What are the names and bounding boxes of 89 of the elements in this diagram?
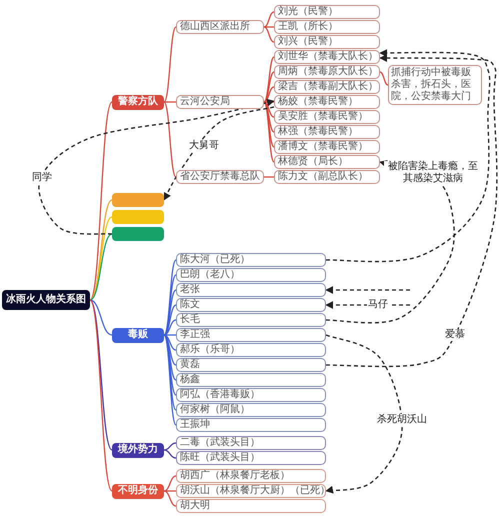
- topic-box: 杨鑫: [176, 373, 326, 387]
- branch-line: [164, 304, 176, 336]
- topic-box: 何家树（阿鼠）: [176, 403, 326, 417]
- dashed-arrow: [326, 49, 490, 262]
- branch-line: [264, 11, 274, 28]
- branch-line: [264, 26, 274, 43]
- branch-line: [90, 300, 112, 492]
- branch-line: [164, 334, 176, 351]
- branch-line: [164, 449, 176, 459]
- note-box: 抓捕行动中被毒贩杀害，拆石头，医院，公安禁毒大门: [388, 65, 482, 105]
- dashed-arrow: [38, 98, 275, 235]
- branch-line: [164, 290, 176, 336]
- branch-line: [164, 334, 176, 366]
- branch-line: [264, 101, 274, 118]
- topic-box: 刘兴（民警）: [274, 35, 380, 49]
- topic-box: 潘博文（禁毒民警）: [274, 140, 380, 154]
- branch-line: [164, 319, 176, 336]
- branch-line: [264, 26, 274, 28]
- branch-box: [112, 193, 164, 207]
- topic-box: 林德贤（局长）: [274, 155, 380, 169]
- topic-box: 刘世华（禁毒大队长）: [274, 50, 380, 64]
- branch-line: [90, 200, 112, 300]
- edge-label: 同学: [31, 172, 53, 184]
- branch-line: [164, 101, 176, 103]
- topic-box: 陈旺（武装头目）: [176, 451, 326, 465]
- branch-line: [164, 334, 176, 410]
- dashed-arrow: [326, 54, 498, 368]
- topic-box: 周炳（禁毒原大队长）: [274, 65, 380, 79]
- topic-box: 吴安胜（禁毒民警）: [274, 110, 380, 124]
- branch-line: [164, 26, 176, 102]
- branch-topic: 不明身份: [112, 484, 164, 498]
- dashed-arrow: [163, 106, 274, 201]
- topic-box: 杨姣（禁毒民警）: [274, 95, 380, 109]
- topic-box: 省公安厅禁毒总队: [176, 170, 264, 184]
- branch-line: [90, 299, 112, 336]
- branch-line: [90, 233, 112, 301]
- branch-line: [90, 216, 112, 300]
- topic-box: 林强（禁毒民警）: [274, 125, 380, 139]
- branch-box: [112, 210, 164, 224]
- branch-line: [264, 176, 274, 178]
- topic-box: 二毒（武装头目）: [176, 436, 326, 450]
- topic-box: 德山西区派出所: [176, 20, 264, 34]
- branch-line: [90, 102, 112, 300]
- branch-line: [264, 71, 274, 103]
- edge-label: 大舅哥: [188, 140, 220, 152]
- topic-box: 胡沃山（林泉餐厅大厨）（已死）: [176, 484, 326, 498]
- branch-line: [164, 334, 176, 426]
- branch-line: [264, 86, 274, 103]
- branch-line: [90, 300, 112, 450]
- branch-line: [164, 260, 176, 336]
- branch-box: [112, 227, 164, 241]
- branch-topic: 警察方队: [112, 94, 164, 110]
- topic-box: 长毛: [176, 313, 326, 327]
- topic-box: 黄磊: [176, 358, 326, 372]
- dashed-arrow: [325, 334, 403, 494]
- topic-box: 陈力文（副总队长）: [274, 170, 380, 184]
- topic-box: 郝乐（乐哥）: [176, 343, 326, 357]
- branch-line: [264, 56, 274, 102]
- branch-line: [164, 102, 176, 178]
- topic-box: 阿弘（香港毒贩）: [176, 388, 326, 402]
- topic-box: 梁吉（禁毒副大队长）: [274, 80, 380, 94]
- branch-line: [164, 490, 176, 507]
- topic-box: 王凯（所长）: [274, 20, 380, 34]
- topic-box: 巴朗（老八）: [176, 268, 326, 282]
- branch-topic: 毒贩: [112, 328, 164, 342]
- dashed-arrow: [325, 286, 410, 294]
- topic-box: 云河公安局: [176, 95, 264, 109]
- topic-box: 李正强: [176, 328, 326, 342]
- branch-line: [264, 102, 274, 148]
- central-topic: 冰雨火人物关系图: [2, 290, 90, 310]
- branch-line: [164, 334, 176, 336]
- topic-box: 王振坤: [176, 418, 326, 432]
- topic-box: 陈文: [176, 298, 326, 312]
- topic-box: 陈大河（已死）: [176, 253, 326, 267]
- branch-line: [264, 102, 274, 162]
- branch-line: [164, 442, 176, 451]
- branch-line: [164, 490, 176, 492]
- branch-line: [264, 101, 274, 133]
- topic-box: 胡西广（林泉餐厅老板）: [176, 469, 326, 483]
- topic-box: 老张: [176, 283, 326, 297]
- topic-box: 胡大明: [176, 499, 326, 513]
- branch-topic: 境外势力: [112, 442, 164, 458]
- edge-label: 爱慕: [444, 329, 466, 341]
- dashed-arrow: [325, 301, 410, 309]
- topic-box: 刘光（民警）: [274, 5, 380, 19]
- branch-line: [380, 71, 388, 86]
- edge-label: 马仔: [367, 299, 389, 311]
- edge-label: 杀死胡沃山: [376, 414, 428, 426]
- branch-line: [164, 475, 176, 492]
